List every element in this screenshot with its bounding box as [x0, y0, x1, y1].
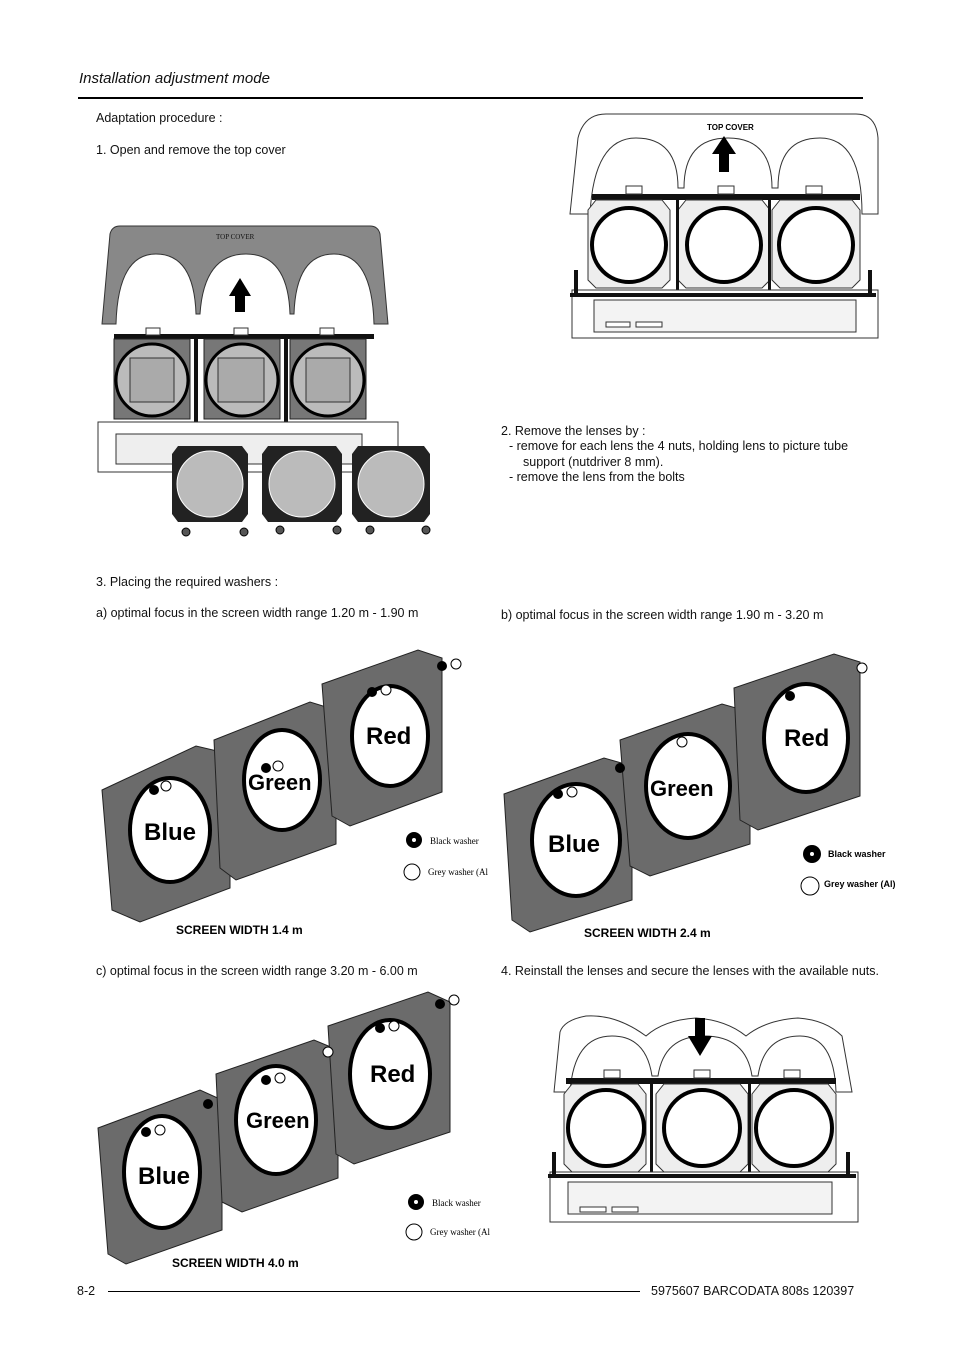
lens-label-green: Green	[246, 1108, 310, 1133]
legend-grey-washer: Grey washer (Al)	[824, 879, 896, 889]
grey-washer-icon	[800, 876, 820, 896]
step2-title: 2. Remove the lenses by :	[501, 424, 646, 438]
cover-removal-figure: TOP COVER	[569, 113, 879, 339]
step1-text: 1. Open and remove the top cover	[96, 143, 286, 157]
footer-rule	[108, 1291, 640, 1292]
lens-label-red: Red	[784, 725, 829, 752]
lens-label-green: Green	[248, 770, 312, 795]
up-arrow-icon	[229, 278, 251, 312]
lens-label-red: Red	[370, 1061, 415, 1088]
step2-line2: support (nutdriver 8 mm).	[523, 455, 664, 469]
legend-grey-washer: Grey washer (Al	[430, 1227, 490, 1237]
washer-figure-a: Blue Green Red Black washer Grey washer …	[101, 649, 488, 937]
screen-width-label-a: SCREEN WIDTH 1.4 m	[176, 923, 303, 937]
lens-label-green: Green	[650, 776, 714, 801]
washer-figure-c: Blue Green Red Black washer Grey washer …	[97, 991, 490, 1270]
top-cover-label: TOP COVER	[707, 123, 754, 132]
up-arrow-icon	[712, 136, 736, 172]
lens-label-red: Red	[366, 723, 411, 750]
screen-width-label-b: SCREEN WIDTH 2.4 m	[584, 926, 711, 940]
step2-line3: - remove the lens from the bolts	[509, 470, 685, 484]
lens-removal-figure: TOP COVER	[97, 225, 431, 537]
down-arrow-icon	[688, 1018, 712, 1056]
grey-washer-icon	[403, 863, 421, 881]
legend-grey-washer: Grey washer (Al	[428, 867, 488, 877]
legend-black-washer: Black washer	[828, 849, 886, 859]
header-rule	[78, 97, 863, 99]
legend-black-washer: Black washer	[430, 836, 479, 846]
document-reference: 5975607 BARCODATA 808s 120397	[651, 1284, 855, 1298]
screen-width-label-c: SCREEN WIDTH 4.0 m	[172, 1256, 299, 1270]
step3-text: 3. Placing the required washers :	[96, 575, 279, 589]
top-cover-label-left: TOP COVER	[216, 233, 255, 241]
reinstall-figure	[548, 1015, 859, 1223]
option-c-text: c) optimal focus in the screen width ran…	[96, 964, 418, 978]
intro-text: Adaptation procedure :	[96, 111, 223, 125]
legend-black-washer: Black washer	[432, 1198, 481, 1208]
option-a-text: a) optimal focus in the screen width ran…	[96, 606, 419, 620]
option-b-text: b) optimal focus in the screen width ran…	[501, 608, 824, 622]
lens-label-blue: Blue	[548, 831, 600, 858]
lens-label-blue: Blue	[144, 819, 196, 846]
page-title: Installation adjustment mode	[79, 70, 270, 87]
step2-line1: - remove for each lens the 4 nuts, holdi…	[509, 439, 849, 453]
grey-washer-icon	[405, 1223, 423, 1241]
washer-figure-b: Blue Green Red Black washer Grey washer …	[503, 653, 896, 940]
lens-label-blue: Blue	[138, 1163, 190, 1190]
step4-text: 4. Reinstall the lenses and secure the l…	[501, 964, 880, 978]
page-number: 8-2	[77, 1284, 96, 1298]
